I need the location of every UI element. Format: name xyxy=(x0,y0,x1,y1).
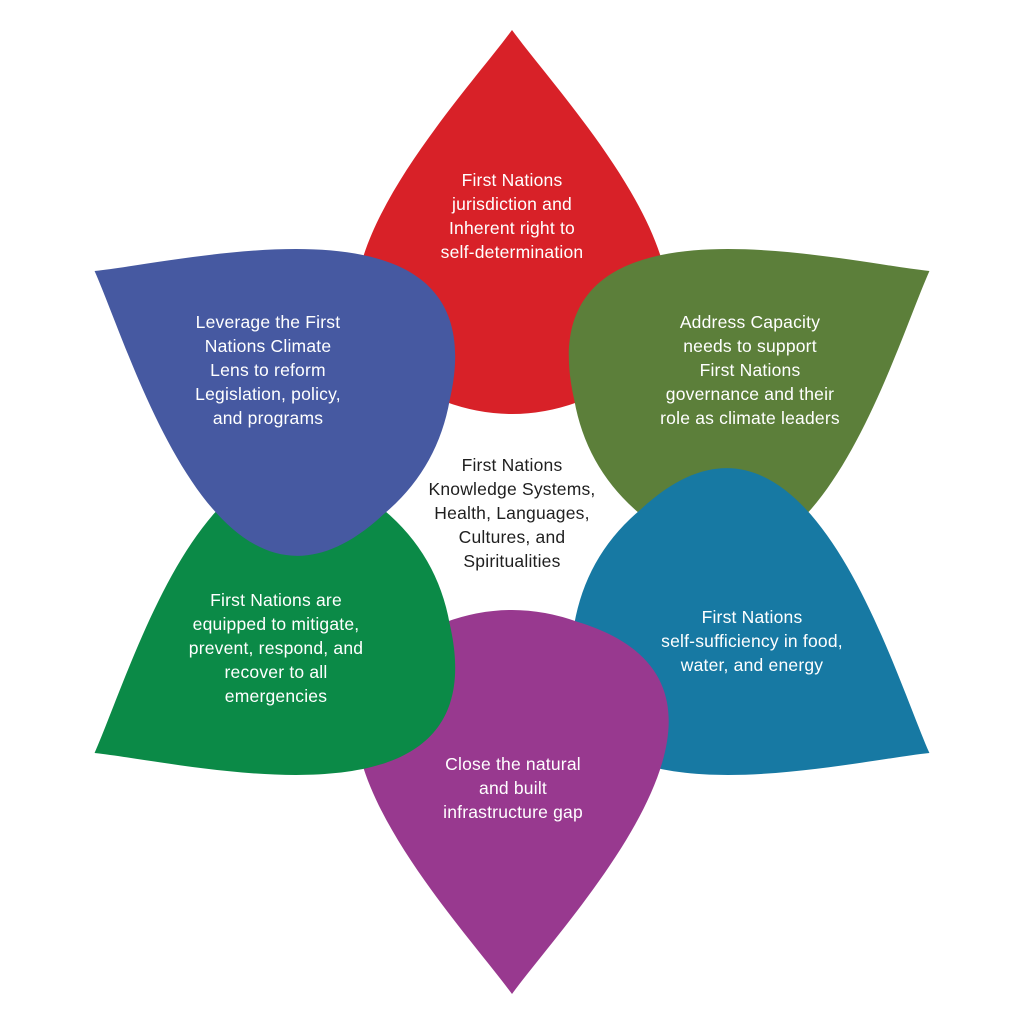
petal-label-jurisdiction: First Nations jurisdiction and Inherent … xyxy=(440,170,584,262)
petal-label-infrastructure-gap: Close the natural and built infrastructu… xyxy=(443,754,583,822)
petal-label-capacity: Address Capacity needs to support First … xyxy=(660,312,840,428)
petal-label-climate-lens: Leverage the First Nations Climate Lens … xyxy=(195,312,341,428)
petal-label-self-sufficiency: First Nations self-sufficiency in food, … xyxy=(661,607,843,675)
petal-label-emergencies: First Nations are equipped to mitigate, … xyxy=(188,590,364,706)
flower-center-label: First Nations Knowledge Systems, Health,… xyxy=(428,455,596,571)
